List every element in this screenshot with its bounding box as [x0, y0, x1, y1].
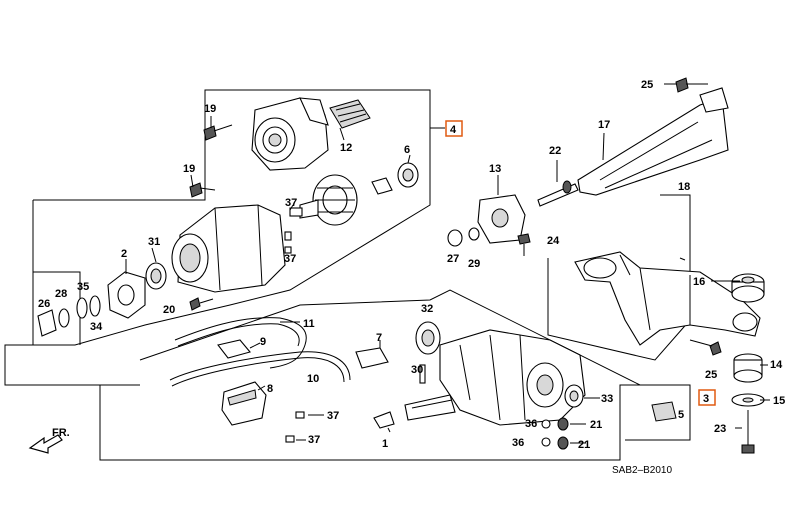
label-plate-5: [651, 401, 677, 422]
pin-30: [419, 364, 426, 384]
callout-13: 13: [489, 163, 501, 175]
callout-18: 18: [678, 181, 690, 193]
rod-22: [537, 180, 579, 207]
bolts-upper: [189, 124, 292, 311]
harness-connector-9: [217, 339, 251, 359]
callout-1: 1: [382, 438, 388, 450]
callout-14: 14: [770, 359, 783, 371]
callout-36b: 36: [512, 437, 524, 449]
leader-lines: [125, 83, 770, 444]
mount-16: [731, 273, 765, 303]
callout-7: 7: [376, 332, 382, 344]
callout-8: 8: [267, 383, 273, 395]
callout-17: 17: [598, 119, 610, 131]
callouts: 1 2 5 6 7 8 9 10 11 12 13 14 15 16 17 18…: [38, 79, 785, 451]
callout-11: 11: [303, 318, 315, 330]
callout-5: 5: [678, 409, 684, 421]
callout-23: 23: [714, 423, 726, 435]
callout-29: 29: [468, 258, 480, 270]
bracket-1: [373, 411, 395, 429]
callout-12: 12: [340, 142, 352, 154]
arm-17: [577, 87, 729, 196]
callout-22: 22: [549, 145, 561, 157]
callout-25b: 25: [705, 369, 717, 381]
callout-26: 26: [38, 298, 50, 310]
mount-bracket-13: [477, 194, 526, 244]
callout-37a: 37: [285, 197, 297, 209]
seal-32: [415, 321, 441, 355]
callout-2: 2: [121, 248, 127, 260]
ref-box-3: [698, 389, 716, 406]
callout-30: 30: [411, 364, 423, 376]
callout-21a: 21: [590, 419, 602, 431]
callout-24: 24: [547, 235, 560, 247]
callout-32: 32: [421, 303, 433, 315]
bolt-24: [517, 233, 531, 256]
callout-37c: 37: [327, 410, 339, 422]
callout-25a: 25: [641, 79, 653, 91]
callout-19b: 19: [183, 163, 195, 175]
callout-15: 15: [773, 395, 785, 407]
callout-6: 6: [404, 144, 410, 156]
transfer-housing: [251, 97, 329, 171]
front-label: FR.: [52, 427, 70, 439]
bolt-25-lower: [689, 339, 722, 356]
assembly-outline: [4, 89, 691, 461]
bolt-25-upper: [675, 77, 708, 93]
callout-31: 31: [148, 236, 160, 248]
callout-33: 33: [601, 393, 613, 405]
seal-31: [145, 262, 167, 290]
callout-21b: 21: [578, 439, 590, 451]
ref-label-3: 3: [703, 393, 709, 405]
extension-housing: [171, 204, 286, 293]
driven-gear: [289, 174, 358, 226]
callout-37b: 37: [284, 253, 296, 265]
callout-19a: 19: [204, 103, 216, 115]
control-unit-8: [221, 381, 267, 426]
seal-6: [397, 162, 419, 188]
callout-28: 28: [55, 288, 67, 300]
bushings-27-29: [447, 227, 480, 247]
callout-20: 20: [163, 304, 175, 316]
subframe-18: [574, 251, 761, 346]
figure-code: SAB2–B2010: [612, 465, 672, 476]
front-arrow-icon: [28, 434, 63, 454]
washer-15: [731, 393, 765, 407]
callout-16: 16: [693, 276, 705, 288]
sensor-7: [355, 347, 389, 369]
clip-part: [371, 177, 393, 195]
callout-27: 27: [447, 253, 459, 265]
differential-housing: [404, 329, 586, 426]
callout-35: 35: [77, 281, 89, 293]
callout-10: 10: [307, 373, 319, 385]
gasket-12: [329, 99, 371, 129]
flange-2: [107, 271, 146, 319]
callout-34: 34: [90, 321, 103, 333]
clips-37: [284, 246, 305, 443]
callout-37d: 37: [308, 434, 320, 446]
ref-label-4: 4: [450, 124, 457, 136]
mount-14: [733, 353, 763, 383]
seal-33: [564, 384, 584, 408]
drain-plugs: [541, 417, 569, 450]
callout-36a: 36: [525, 418, 537, 430]
nut-washer-stack: [37, 295, 101, 337]
ref-box-4: [445, 120, 463, 137]
bolt-23: [741, 410, 755, 454]
hose-10-11: [169, 317, 351, 387]
callout-9: 9: [260, 336, 266, 348]
